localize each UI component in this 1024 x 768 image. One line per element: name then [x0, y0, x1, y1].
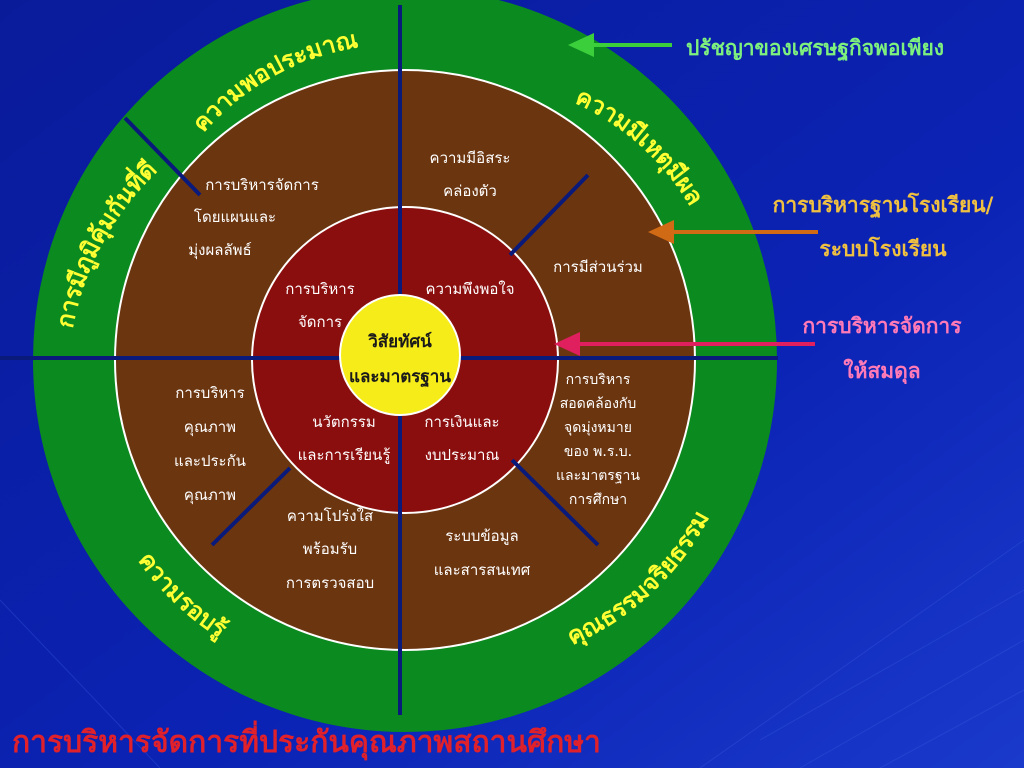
- middle-label-results-line2: โดยแผนและ: [194, 208, 276, 226]
- divider-lower-right: [510, 458, 600, 547]
- middle-label-information-line1: ระบบข้อมูล: [445, 527, 519, 545]
- annotation-sbm-line2: ระบบโรงเรียน: [819, 236, 947, 261]
- center-label-line2: และมาตรฐาน: [349, 367, 451, 388]
- middle-label-alignment-line6: การศึกษา: [569, 492, 627, 508]
- center-label-line1: วิสัยทัศน์: [368, 331, 432, 352]
- divider-upper-right: [508, 173, 590, 257]
- arrow-sbm: [648, 220, 818, 244]
- middle-label-alignment-line2: สอดคล้องกับ: [560, 396, 637, 412]
- arrow-philosophy: [568, 33, 672, 57]
- inner-label-innovation-line1: นวัตกรรม: [312, 413, 376, 431]
- annotation-balanced-line2: ให้สมดุล: [843, 358, 920, 385]
- inner-label-finance-line1: การเงินและ: [424, 413, 499, 431]
- center-circle: [339, 294, 461, 416]
- page-title: การบริหารจัดการที่ประกันคุณภาพสถานศึกษา: [12, 720, 601, 761]
- middle-label-information-line2: และสารสนเทศ: [434, 561, 531, 579]
- middle-label-quality-line1: การบริหาร: [175, 384, 245, 402]
- middle-label-alignment-line1: การบริหาร: [566, 372, 631, 388]
- background-streaks: [0, 539, 1024, 768]
- middle-label-transparency-line2: พร้อมรับ: [303, 540, 357, 558]
- inner-label-innovation-line2: และการเรียนรู้: [298, 446, 391, 464]
- inner-label-administration-line2: จัดการ: [298, 313, 342, 331]
- divider-lower-left: [210, 466, 292, 547]
- middle-label-alignment-line4: ของ พ.ร.บ.: [564, 444, 632, 460]
- arrow-balanced: [554, 332, 815, 356]
- middle-label-results-line1: การบริหารจัดการ: [205, 176, 319, 194]
- annotation-sbm-line1: การบริหารฐานโรงเรียน/: [773, 192, 994, 219]
- inner-label-finance-line2: งบประมาณ: [425, 446, 500, 464]
- middle-label-results-line3: มุ่งผลลัพธ์: [188, 241, 251, 260]
- annotation-philosophy: ปรัชญาของเศรษฐกิจพอเพียง: [686, 35, 944, 62]
- inner-label-satisfaction: ความพึงพอใจ: [426, 280, 515, 298]
- middle-label-quality-line4: คุณภาพ: [184, 486, 236, 505]
- middle-label-alignment-line3: จุดมุ่งหมาย: [564, 420, 632, 436]
- divider-upper-left: [123, 116, 202, 197]
- middle-label-transparency-line3: การตรวจสอบ: [286, 574, 374, 592]
- middle-label-autonomy-line1: ความมีอิสระ: [430, 149, 511, 167]
- inner-label-administration-line1: การบริหาร: [285, 280, 355, 298]
- middle-label-participation: การมีส่วนร่วม: [553, 258, 643, 276]
- middle-label-quality-line3: และประกัน: [174, 452, 246, 470]
- middle-label-transparency-line1: ความโปร่งใส: [287, 507, 373, 525]
- annotation-balanced-line1: การบริหารจัดการ: [802, 313, 962, 338]
- middle-label-quality-line2: คุณภาพ: [184, 418, 236, 437]
- middle-label-alignment-line5: และมาตรฐาน: [556, 468, 640, 484]
- middle-label-autonomy-line2: คล่องตัว: [443, 182, 497, 200]
